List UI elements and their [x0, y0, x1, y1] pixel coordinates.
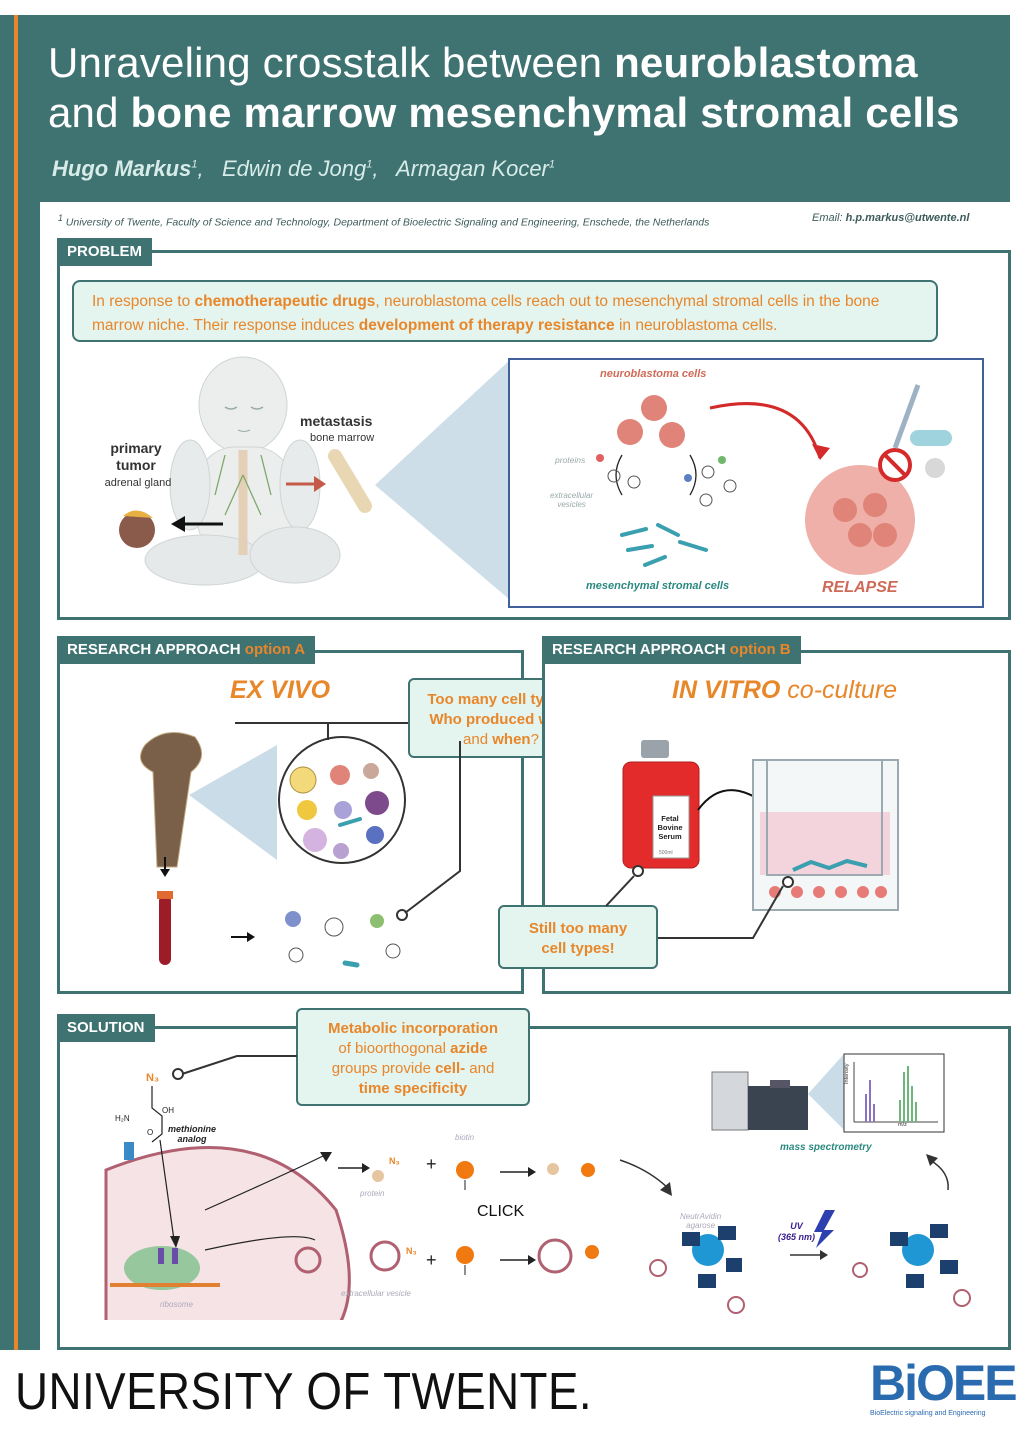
neuroblastoma-cells-label: neuroblastoma cells [600, 368, 707, 380]
relapse-label: RELAPSE [822, 579, 898, 596]
solution-callout: Metabolic incorporation of bioorthogonal… [296, 1008, 530, 1106]
ex-vivo-illustration [140, 722, 461, 968]
mass-spec-label: mass spectrometry [780, 1142, 872, 1153]
extracellular-vesicle-label: extracellular vesicle [341, 1289, 411, 1298]
problem-statement: In response to chemotherapeutic drugs, n… [72, 280, 938, 342]
header-banner [40, 15, 1010, 202]
author-1: Hugo Markus [52, 156, 192, 181]
metastasis-label: metastasis [300, 413, 373, 429]
poster-title: Unraveling crosstalk between neuroblasto… [48, 39, 960, 136]
boee-logo: BiOEE BioElectric signaling and Engineer… [870, 1355, 1018, 1417]
adrenal-gland-label: adrenal gland [104, 477, 172, 489]
author-3: Armagan Kocer [396, 156, 549, 181]
crosstalk-zoom-box [508, 358, 984, 608]
zoom-wedge [375, 360, 510, 600]
infant-illustration [144, 356, 341, 586]
ribosome-label: ribosome [160, 1300, 193, 1309]
fbs-volume: 500ml [659, 850, 673, 856]
primary-tumor-label: primary tumor [110, 440, 162, 473]
uv-label: UV(365 nm) [778, 1221, 816, 1242]
protein-label: protein [360, 1189, 385, 1198]
email-link[interactable]: h.p.markus@utwente.nl [845, 212, 970, 224]
university-of-twente-logo: UNIVERSITY OF TWENTE. [15, 1363, 593, 1421]
biotin-label: biotin [455, 1133, 475, 1142]
email-line: Email: h.p.markus@utwente.nl [812, 212, 970, 224]
approach-a-tag: RESEARCH APPROACH option A [57, 636, 316, 664]
azide-label: N₃ [146, 1072, 160, 1084]
solution-tag: SOLUTION [57, 1014, 155, 1042]
mz-axis-label: m/z [898, 1122, 907, 1128]
left-sidebar-bar [0, 15, 40, 1350]
msc-label: mesenchymal stromal cells [586, 580, 730, 592]
approach-b-connectors [605, 865, 794, 939]
crosstalk-illustration [596, 384, 952, 575]
bone-metastasis-icon [286, 449, 372, 513]
bone-marrow-label: bone marrow [310, 432, 375, 444]
in-vitro-illustration [622, 740, 899, 911]
protein-azide-label: N₃ [389, 1156, 400, 1166]
oh-label: OH [162, 1106, 174, 1115]
author-2: Edwin de Jong [221, 156, 367, 181]
click-label: CLICK [477, 1203, 525, 1220]
ex-vivo-heading: EX VIVO [230, 676, 331, 704]
left-accent-stripe [14, 15, 18, 1350]
adrenal-gland-icon [119, 510, 223, 548]
proteins-label: proteins [555, 455, 586, 465]
in-vitro-heading: IN VITRO co-culture [672, 676, 898, 704]
problem-tag: PROBLEM [57, 238, 152, 266]
h2n-label: H₂N [115, 1114, 130, 1123]
labeling-illustration [104, 1086, 599, 1320]
affiliation: 1 University of Twente, Faculty of Scien… [58, 213, 710, 229]
enrichment-illustration [619, 1154, 971, 1314]
author-list: Hugo Markus1, Edwin de Jong1, Armagan Ko… [52, 156, 556, 181]
o-label: O [147, 1128, 154, 1137]
approach-b-tag: RESEARCH APPROACH option B [542, 636, 801, 664]
vesicle-azide-label: N₃ [406, 1246, 417, 1256]
plus-sign-2: + [426, 1250, 437, 1270]
mass-spectrometer [711, 1053, 945, 1133]
plus-sign-1: + [426, 1154, 437, 1174]
intensity-axis-label: Intensity [844, 1063, 850, 1084]
solution-connector [172, 1055, 297, 1080]
